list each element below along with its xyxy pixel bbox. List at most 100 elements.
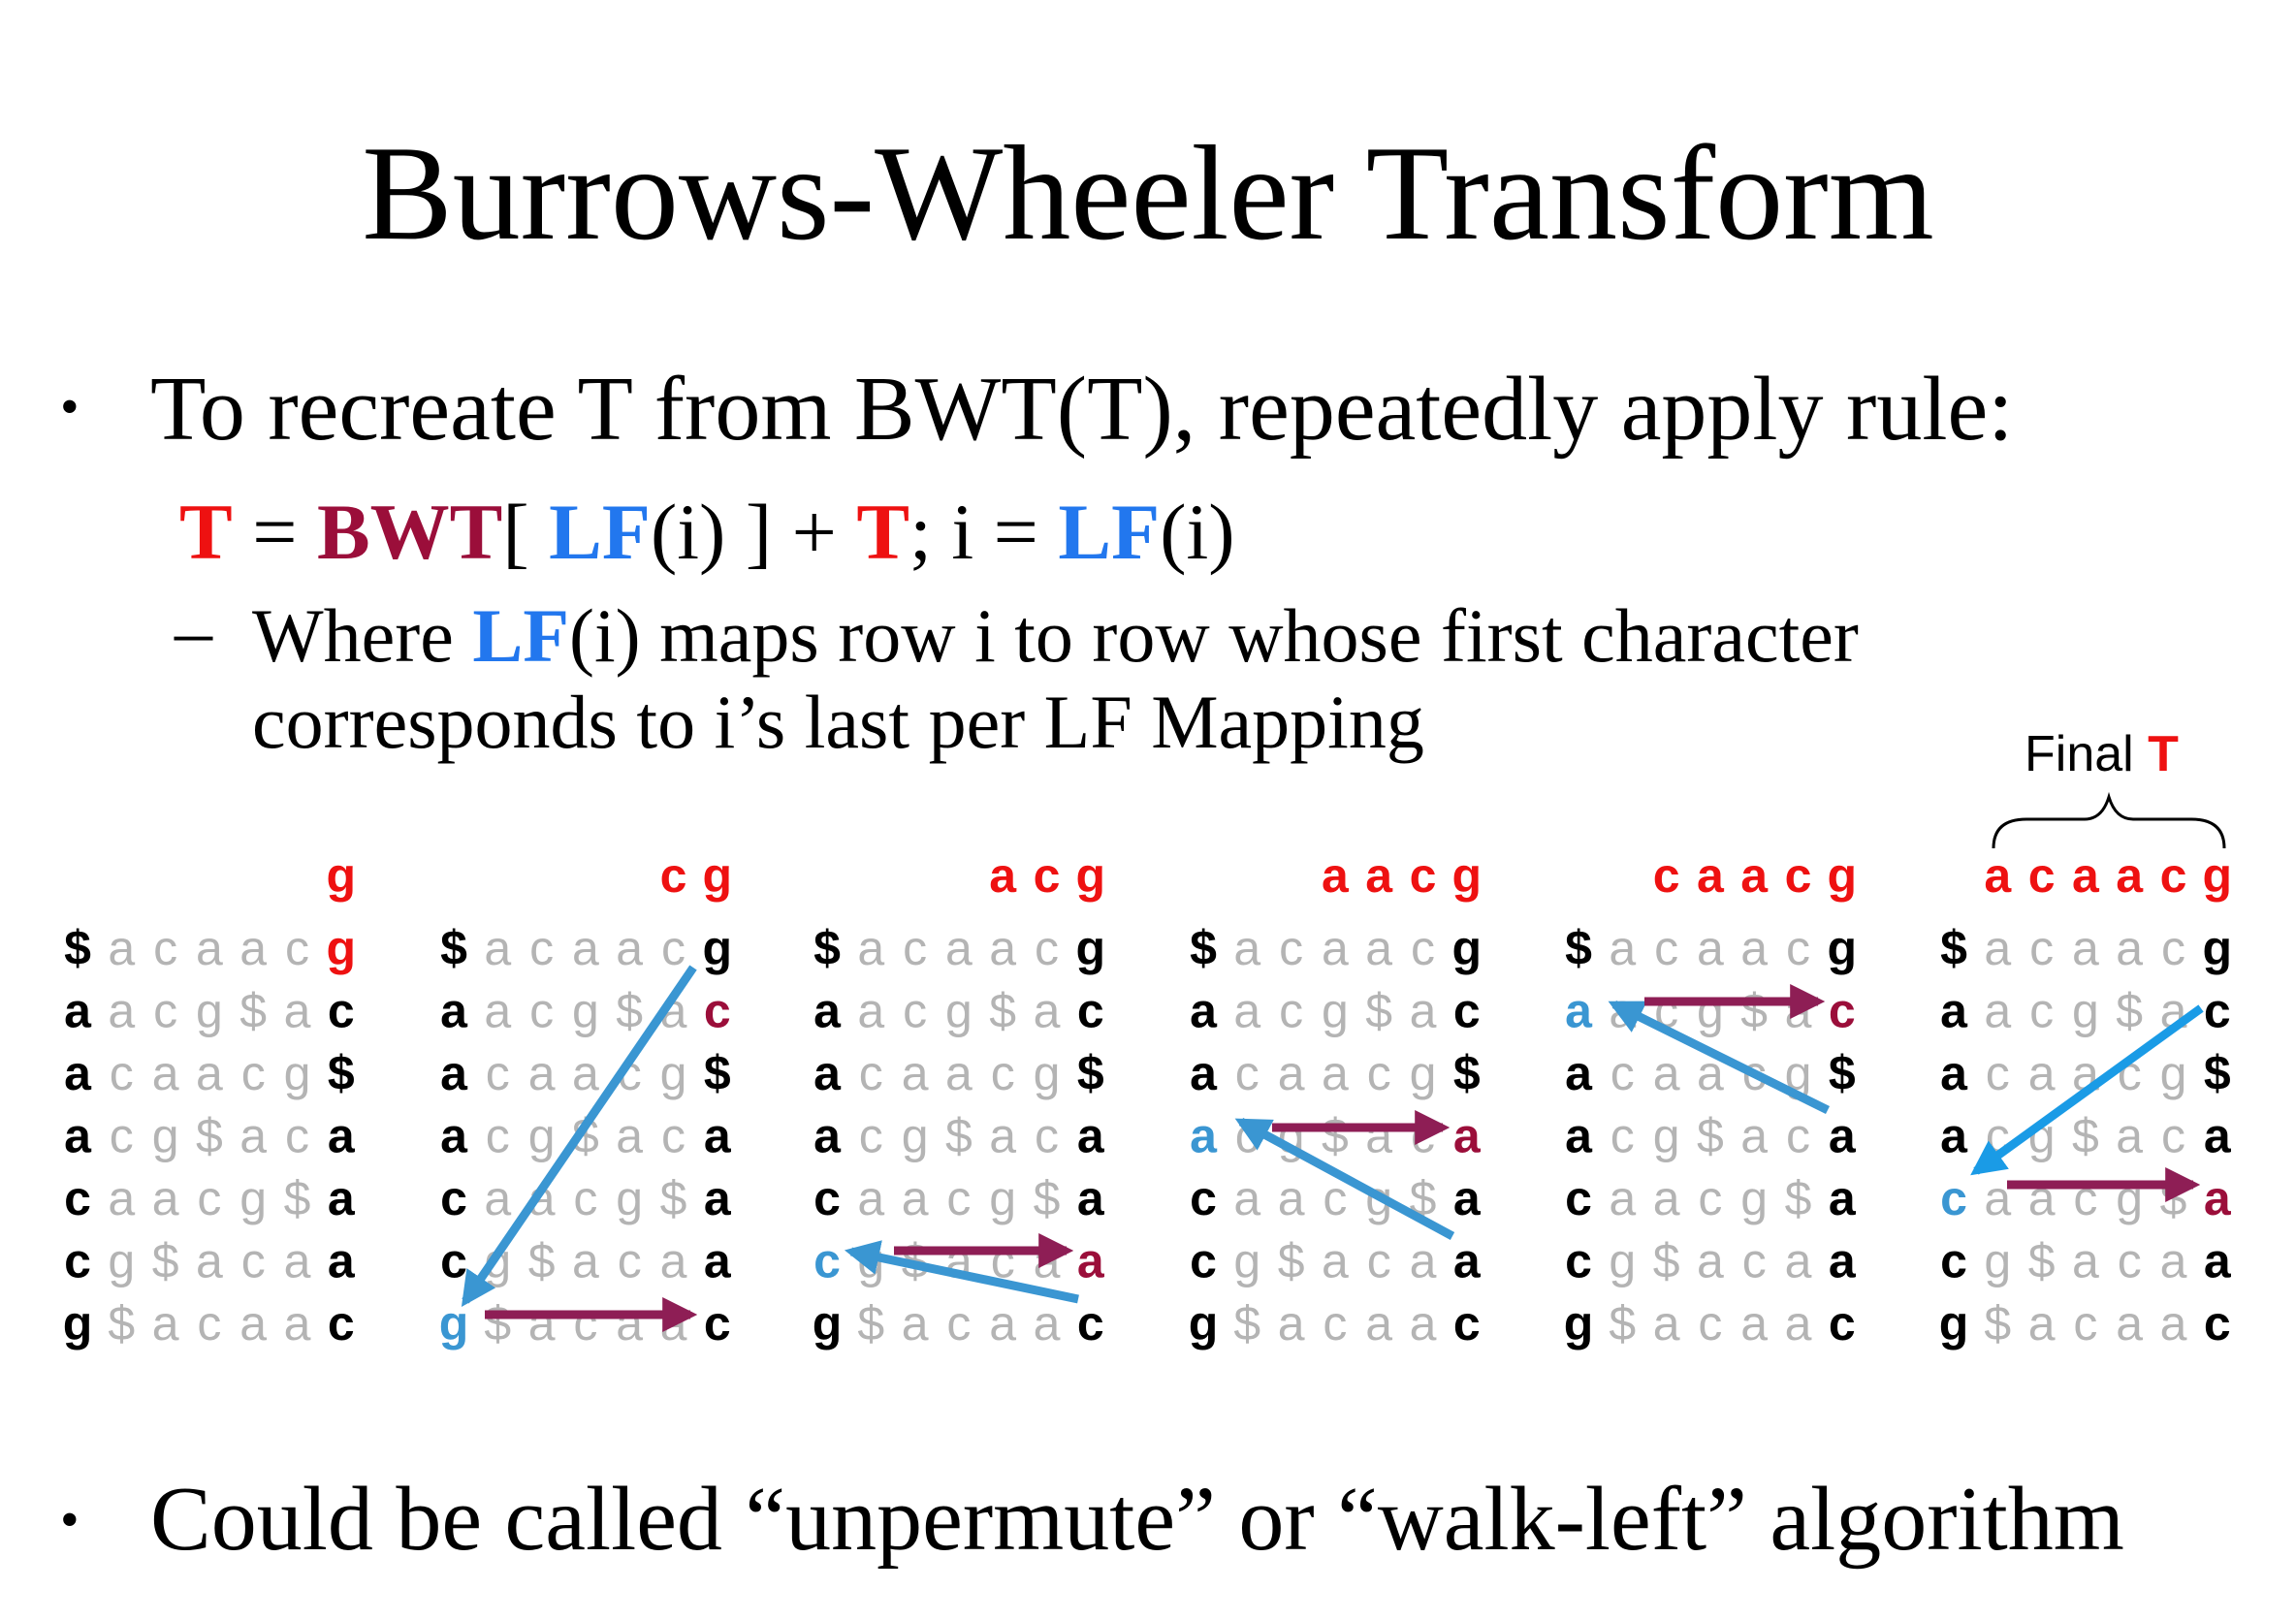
matrix-char: c [1453, 984, 1481, 1038]
matrix-char: $ [660, 1171, 687, 1225]
lf-arrow [1234, 1118, 1455, 1240]
matrix-char: c [197, 1171, 221, 1225]
matrix-char: a [64, 984, 92, 1038]
matrix-char: c [440, 1171, 467, 1225]
matrix-char: c [197, 1296, 221, 1351]
matrix-char: c [704, 1296, 731, 1351]
matrix-char: $ [1697, 1109, 1724, 1163]
partial-t-char: c [1653, 848, 1680, 903]
matrix-char: $ [1322, 1109, 1349, 1163]
matrix-char: a [704, 1109, 732, 1163]
matrix-char: c [1786, 1109, 1810, 1163]
partial-t-char: g [703, 848, 733, 903]
matrix-char: a [2028, 1046, 2056, 1100]
matrix-char: $ [1653, 1234, 1680, 1288]
matrix-char: c [1279, 984, 1303, 1038]
matrix-char: g [1076, 921, 1106, 975]
partial-t-char: c [660, 848, 687, 903]
matrix-char: c [991, 1046, 1015, 1100]
matrix-char: c [1610, 1046, 1635, 1100]
matrix-char: a [857, 921, 884, 975]
matrix-char: c [64, 1234, 91, 1288]
matrix-char: a [616, 1109, 643, 1163]
matrix-char: a [440, 1046, 468, 1100]
partial-t-char: a [989, 848, 1017, 903]
matrix-char: $ [1233, 1296, 1260, 1351]
matrix-char: a [1785, 1296, 1812, 1351]
matrix-char: a [1233, 984, 1260, 1038]
partial-t-char: a [1984, 848, 2012, 903]
matrix-char: a [152, 1171, 179, 1225]
formula-semicolon: ; i = [909, 488, 1059, 576]
matrix-char: a [2072, 921, 2099, 975]
matrix-char: g [2072, 984, 2099, 1038]
matrix-char: a [108, 921, 135, 975]
matrix-char: a [1034, 984, 1061, 1038]
matrix-char: a [528, 1046, 556, 1100]
matrix-char: a [1785, 984, 1812, 1038]
matrix-char: a [1453, 1109, 1482, 1163]
matrix-char: $ [1278, 1234, 1305, 1288]
matrix-char: c [328, 984, 355, 1038]
partial-t-char: g [1828, 848, 1858, 903]
matrix-char: a [2204, 1234, 2232, 1288]
matrix-char: c [1367, 1046, 1391, 1100]
matrix-char: $ [1829, 1046, 1856, 1100]
matrix-char: a [440, 984, 468, 1038]
matrix-char: g [439, 1296, 469, 1351]
matrix-char: a [440, 1109, 468, 1163]
matrix-char: a [1653, 1171, 1680, 1225]
matrix-char: a [284, 984, 311, 1038]
matrix-char: c [2073, 1171, 2097, 1225]
matrix-char: c [285, 1109, 309, 1163]
matrix-char: c [153, 984, 177, 1038]
matrix-char: c [1411, 921, 1435, 975]
matrix-char: a [902, 1046, 929, 1100]
matrix-char: $ [1565, 921, 1592, 975]
matrix-char: a [108, 984, 135, 1038]
bullet-recreate-rule: To recreate T from BWT(T), repeatedly ap… [150, 359, 2014, 460]
matrix-char: c [241, 1046, 266, 1100]
matrix-char: $ [1984, 1296, 2011, 1351]
matrix-char: $ [239, 984, 267, 1038]
matrix-char: c [704, 984, 731, 1038]
matrix-char: a [945, 1046, 973, 1100]
sub-bullet-lf: LF [472, 593, 570, 678]
matrix-char: c [661, 921, 686, 975]
matrix-char: c [1742, 1234, 1767, 1288]
matrix-char: g [1828, 921, 1858, 975]
bullet-dot: • [60, 377, 80, 437]
matrix-char: $ [328, 1046, 355, 1100]
matrix-char: a [1829, 1234, 1857, 1288]
matrix-char: c [1077, 984, 1104, 1038]
matrix-char: $ [989, 984, 1016, 1038]
matrix-char: a [1034, 1234, 1061, 1288]
partial-t-char: c [1785, 848, 1812, 903]
matrix-char: a [1984, 921, 2011, 975]
matrix-char: g [989, 1171, 1016, 1225]
lf-arrow [1970, 1004, 2204, 1176]
matrix-char: c [813, 1234, 841, 1288]
formula-lf: LF [549, 488, 651, 576]
matrix-char: a [1410, 1296, 1437, 1351]
matrix-char: a [1984, 1171, 2011, 1225]
matrix-char: a [2204, 1109, 2232, 1163]
partial-t-char: c [2028, 848, 2056, 903]
matrix-char: $ [704, 1046, 731, 1100]
matrix-char: c [110, 1109, 134, 1163]
matrix-char: c [2161, 921, 2185, 975]
matrix-char: $ [2028, 1234, 2056, 1288]
matrix-char: a [945, 921, 973, 975]
matrix-char: $ [284, 1171, 311, 1225]
matrix-char: a [1233, 1171, 1260, 1225]
partial-t-char: a [1740, 848, 1769, 903]
matrix-char: a [989, 921, 1016, 975]
bwt-step-5: caacg$acaacgaacg$acacaacg$acg$acacaacg$a… [1564, 848, 1857, 1351]
matrix-char: g [1697, 984, 1724, 1038]
matrix-char: $ [1077, 1046, 1104, 1100]
matrix-char: $ [1785, 1171, 1812, 1225]
matrix-char: a [152, 1046, 179, 1100]
matrix-char: c [328, 1296, 355, 1351]
matrix-char: c [486, 1046, 510, 1100]
